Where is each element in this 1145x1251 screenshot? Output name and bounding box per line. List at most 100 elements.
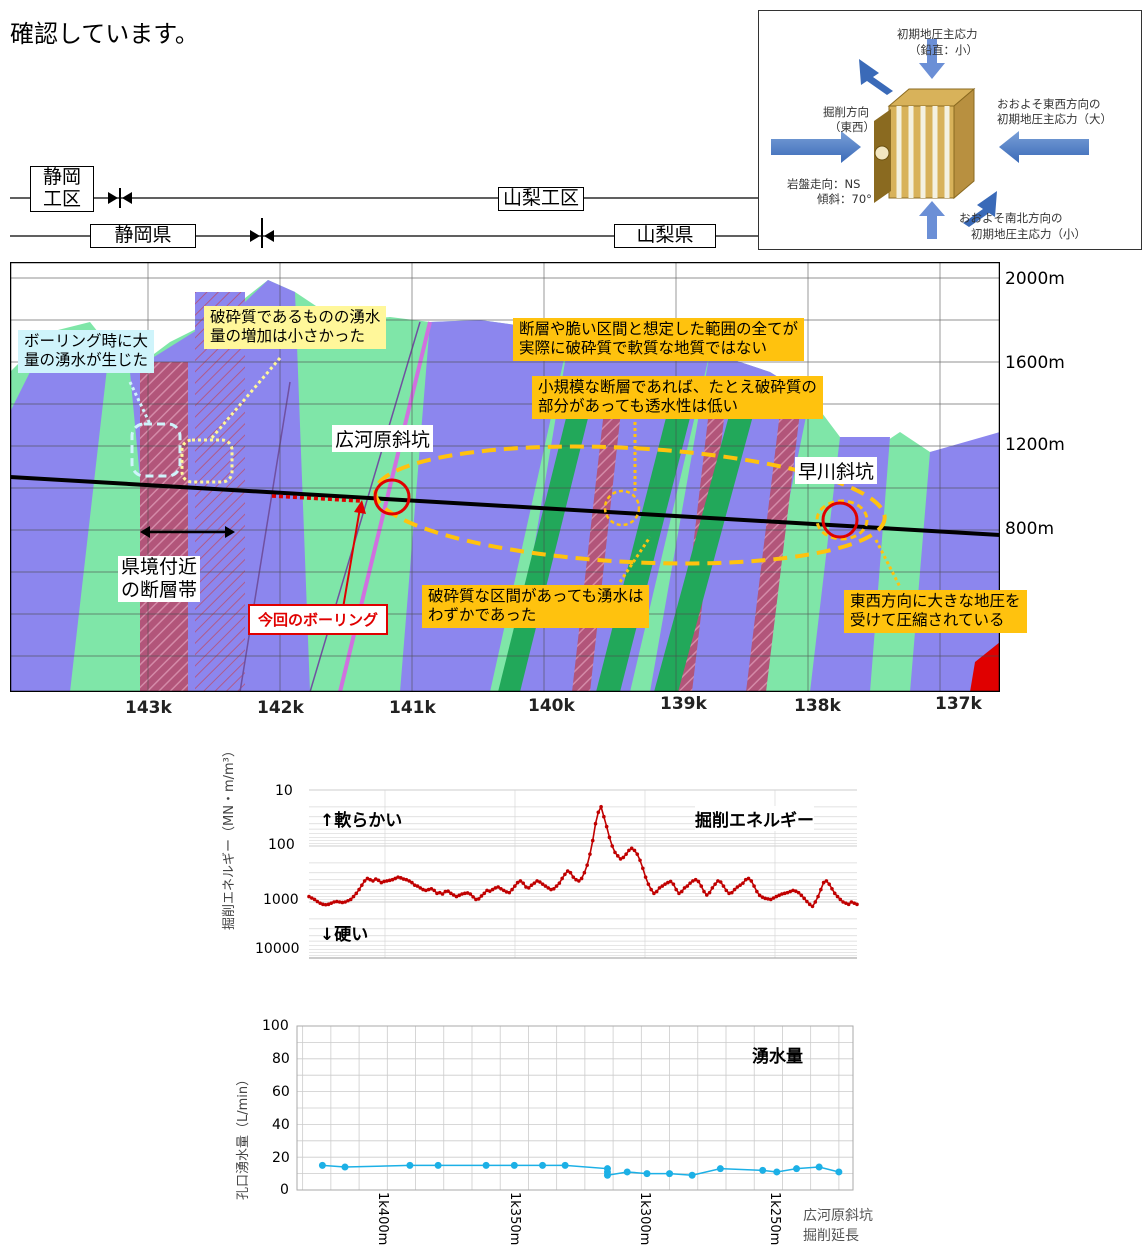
energy-data-point — [488, 889, 492, 893]
km-label-139k: 139k — [660, 694, 707, 714]
energy-data-point — [396, 875, 400, 879]
water-data-point — [666, 1170, 674, 1178]
water-data-point — [561, 1161, 569, 1169]
energy-data-point — [446, 889, 450, 893]
energy-data-point — [560, 876, 564, 881]
arrow-east-west-right — [999, 131, 1089, 163]
energy-data-point — [346, 898, 350, 903]
energy-data-point — [546, 886, 551, 890]
energy-data-point — [782, 891, 787, 896]
water-data-point — [341, 1163, 349, 1171]
water-tick-20: 20 — [272, 1150, 290, 1166]
energy-data-point — [674, 887, 678, 892]
energy-data-point — [590, 838, 595, 843]
energy-data-point — [780, 892, 784, 896]
energy-data-point — [632, 848, 637, 853]
energy-data-point — [343, 900, 347, 904]
energy-data-point — [588, 852, 592, 856]
stress-diagram: 初期地圧主応力 （鉛直：小） 掘削方向 （東西） おおよそ東西方向の 初期地圧主… — [758, 10, 1142, 250]
energy-data-point — [802, 896, 806, 901]
energy-data-point — [563, 872, 567, 877]
energy-data-point — [354, 891, 359, 896]
fault-band-hatched-1 — [140, 362, 188, 692]
water-tick-100: 100 — [262, 1018, 289, 1034]
energy-data-point — [376, 878, 381, 883]
energy-data-point — [518, 879, 523, 883]
energy-data-point — [838, 897, 843, 902]
callout-small-fault: 小規模な断層であれば、たとえ破砕質の 部分があっても透水性は低い — [532, 376, 823, 419]
energy-data-point — [387, 878, 392, 883]
energy-data-point — [615, 854, 620, 858]
energy-data-point — [649, 887, 653, 892]
stress-bottom-label-2: 初期地圧主応力（小） — [971, 227, 1086, 241]
boring-line — [271, 494, 361, 503]
energy-data-point — [685, 884, 690, 888]
energy-data-point — [579, 876, 584, 881]
shizuoka-work-area: 静岡 工区 — [30, 166, 94, 212]
energy-data-point — [671, 882, 676, 886]
energy-data-point — [404, 877, 409, 882]
energy-data-point — [571, 875, 576, 879]
energy-data-point — [746, 876, 751, 881]
energy-data-point — [373, 877, 378, 881]
water-data-point — [793, 1165, 801, 1173]
energy-data-point — [426, 887, 431, 892]
energy-data-point — [543, 884, 548, 888]
energy-data-point — [699, 884, 704, 888]
energy-data-point — [738, 883, 742, 887]
energy-data-point — [437, 890, 442, 895]
energy-data-point — [844, 901, 848, 905]
energy-data-point — [841, 900, 845, 904]
energy-data-point — [832, 891, 837, 896]
yamanashi-prefecture: 山梨県 — [614, 224, 716, 248]
energy-data-point — [602, 814, 606, 819]
energy-data-point — [510, 887, 514, 892]
energy-data-point — [557, 881, 562, 885]
energy-annotation-hard: ↓硬い — [320, 925, 369, 945]
water-data-point — [815, 1163, 823, 1171]
small-fault-circle — [603, 489, 641, 527]
water-data-point — [835, 1168, 843, 1176]
water-tick-0: 0 — [280, 1182, 289, 1198]
energy-data-point — [666, 880, 670, 885]
energy-data-point — [827, 882, 831, 886]
compressed-circle — [815, 499, 869, 541]
energy-data-point — [568, 870, 573, 875]
energy-data-point — [451, 893, 456, 897]
energy-data-point — [501, 888, 506, 893]
water-data-point — [688, 1171, 696, 1179]
energy-data-point — [596, 810, 601, 815]
shizuoka-prefecture: 静岡県 — [90, 224, 196, 248]
stress-right-label-2: 初期地圧主応力（大） — [997, 112, 1112, 126]
energy-data-point — [718, 880, 723, 884]
energy-data-point — [348, 897, 353, 902]
water-data-point — [434, 1161, 442, 1169]
energy-data-point — [677, 891, 681, 896]
hayakawa-shaft-label: 早川斜坑 — [795, 457, 878, 484]
red-area — [970, 642, 1000, 692]
energy-data-point — [565, 869, 570, 873]
hirogawara-shaft-circle — [373, 478, 411, 516]
energy-data-point — [357, 887, 361, 892]
energy-data-point — [521, 881, 525, 885]
energy-data-point — [727, 891, 731, 896]
callout-boring-water: ボーリング時に大 量の湧水が生じた — [18, 330, 155, 373]
energy-data-point — [599, 805, 603, 809]
energy-data-point — [643, 875, 648, 879]
energy-data-point — [763, 896, 768, 901]
rock-band-purple-1 — [10, 332, 110, 692]
energy-data-point — [312, 897, 317, 902]
yamanashi-work-area: 山梨工区 — [498, 187, 585, 211]
energy-data-point — [440, 892, 445, 896]
energy-data-point — [813, 900, 818, 904]
energy-chart-title: 掘削エネルギー — [695, 806, 814, 831]
energy-data-point — [474, 897, 478, 902]
energy-data-point — [716, 879, 720, 883]
km-label-137k: 137k — [935, 694, 982, 714]
energy-data-point — [393, 876, 398, 881]
energy-data-point — [691, 879, 695, 883]
energy-data-point — [805, 899, 809, 904]
energy-data-point — [538, 880, 542, 884]
energy-data-point — [788, 889, 793, 894]
energy-data-point — [791, 888, 795, 893]
